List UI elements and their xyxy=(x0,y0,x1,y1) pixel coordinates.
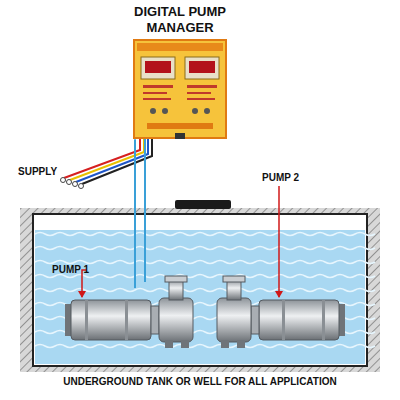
supply-label: SUPPLY xyxy=(18,166,57,177)
controller-box-art xyxy=(133,39,255,139)
terminal xyxy=(73,182,78,187)
terminal xyxy=(61,178,66,183)
wire xyxy=(64,125,140,178)
controller-title: DIGITAL PUMP MANAGER xyxy=(121,4,239,35)
tank: UNDERGROUND TANK OR WELL FOR ALL APPLICA… xyxy=(20,200,380,388)
tank-caption: UNDERGROUND TANK OR WELL FOR ALL APPLICA… xyxy=(20,376,380,388)
terminal xyxy=(79,184,84,189)
pump-label: PUMP 1 xyxy=(52,264,89,275)
terminal xyxy=(67,180,72,185)
sensor-cable xyxy=(134,139,136,200)
tank-art xyxy=(20,200,380,372)
sensor-cable xyxy=(144,137,146,200)
wire xyxy=(70,125,144,180)
leader-line xyxy=(278,186,280,297)
controller-box: DIGITAL PUMP MANAGER xyxy=(105,4,255,139)
pump-label: PUMP 2 xyxy=(262,172,299,183)
